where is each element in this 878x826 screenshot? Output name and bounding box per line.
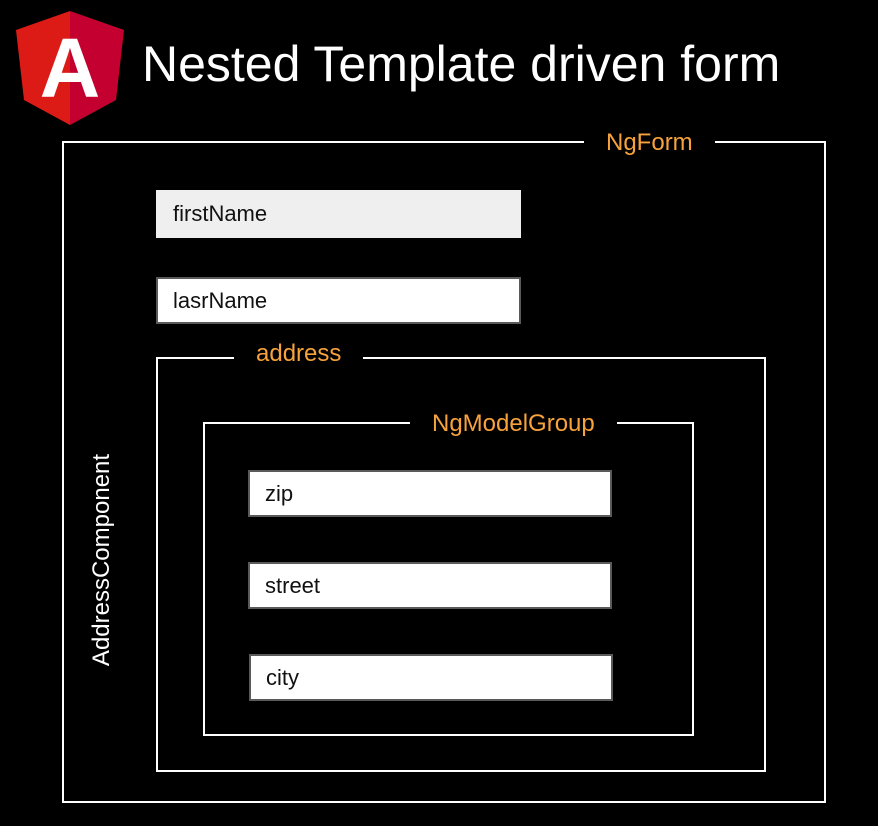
zip-field[interactable]: zip [248,470,612,517]
ngform-label: NgForm [584,128,715,158]
first-name-field[interactable]: firstName [156,190,521,238]
ngform-frame [62,141,826,803]
city-field[interactable]: city [249,654,613,701]
angular-logo: A [16,11,124,125]
ngmodelgroup-label: NgModelGroup [410,409,617,439]
street-field[interactable]: street [248,562,612,609]
angular-logo-letter: A [40,21,101,115]
last-name-field[interactable]: lasrName [156,277,521,324]
address-component-label: AddressComponent [88,453,115,667]
address-frame [156,357,766,772]
page-title: Nested Template driven form [142,36,781,92]
address-label: address [234,339,364,369]
